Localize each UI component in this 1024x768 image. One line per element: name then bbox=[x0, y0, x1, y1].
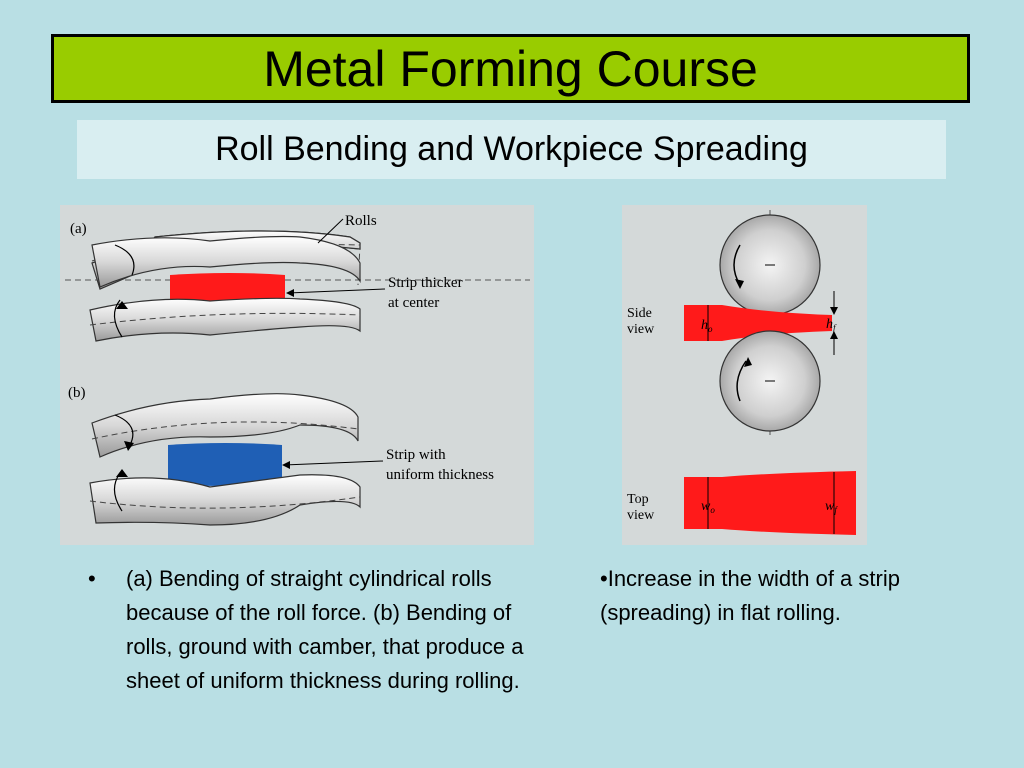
strip-uniform-leader-line bbox=[283, 460, 384, 466]
slide-subtitle: Roll Bending and Workpiece Spreading bbox=[77, 120, 946, 179]
bottom-roll-b-centerline bbox=[89, 496, 361, 509]
bottom-roll-a-centerline bbox=[89, 312, 361, 326]
arrowhead-icon bbox=[124, 441, 134, 451]
w0-label: wo bbox=[701, 499, 715, 515]
label-b: (b) bbox=[68, 385, 86, 401]
hf-label: hf bbox=[826, 317, 837, 333]
strip-uniform-label-line2: uniform thickness bbox=[386, 467, 494, 483]
arrowhead-icon bbox=[830, 307, 838, 315]
strip-thicker-label-line2: at center bbox=[388, 295, 439, 311]
arrowhead-icon bbox=[116, 301, 128, 309]
strip-top-view bbox=[684, 471, 856, 535]
right-caption-text: •Increase in the width of a strip (sprea… bbox=[600, 566, 900, 625]
arrowhead-icon bbox=[735, 279, 744, 289]
rotation-arrow-icon bbox=[114, 244, 135, 276]
strip-thicker-leader-line bbox=[287, 288, 386, 294]
side-view-label-line2: view bbox=[627, 322, 655, 337]
bottom-roll-b-body bbox=[89, 474, 361, 526]
top-roll-a-body bbox=[91, 235, 361, 288]
top-view-label-line2: view bbox=[627, 508, 655, 523]
left-caption-text: (a) Bending of straight cylindrical roll… bbox=[126, 566, 524, 693]
side-view-label-line1: Side bbox=[627, 306, 652, 321]
label-a: (a) bbox=[70, 221, 87, 237]
strip-uniform-label-line1: Strip with bbox=[386, 447, 446, 463]
top-roll-b-body bbox=[91, 393, 359, 458]
top-roll-b-centerline bbox=[91, 421, 359, 440]
arrowhead-icon bbox=[744, 357, 752, 367]
roll-bending-figure: (a) Rolls Strip thicker at center (b) bbox=[60, 205, 534, 545]
arrowhead-icon bbox=[286, 289, 294, 297]
slide-title: Metal Forming Course bbox=[51, 34, 970, 103]
top-view-label-line1: Top bbox=[627, 492, 649, 507]
strip-thicker-label-line1: Strip thicker bbox=[388, 275, 463, 291]
rolls-label: Rolls bbox=[345, 213, 377, 229]
rolls-leader-line bbox=[317, 218, 344, 244]
strip-uniform bbox=[168, 443, 282, 486]
rotation-arrow-icon bbox=[114, 414, 134, 446]
h0-label: ho bbox=[701, 318, 713, 334]
rotation-arrow-icon bbox=[113, 299, 123, 338]
strip-side-view bbox=[684, 305, 832, 341]
bullet: • bbox=[88, 566, 96, 591]
rotation-arrow-icon bbox=[736, 360, 747, 402]
bottom-roll-a-body bbox=[89, 297, 361, 342]
arrowhead-icon bbox=[282, 461, 290, 469]
arrowhead-icon bbox=[830, 331, 838, 339]
wf-label: wf bbox=[825, 499, 838, 515]
spreading-figure: ho hf Side view wo wf Top view bbox=[622, 205, 867, 545]
arrowhead-icon bbox=[116, 469, 128, 477]
